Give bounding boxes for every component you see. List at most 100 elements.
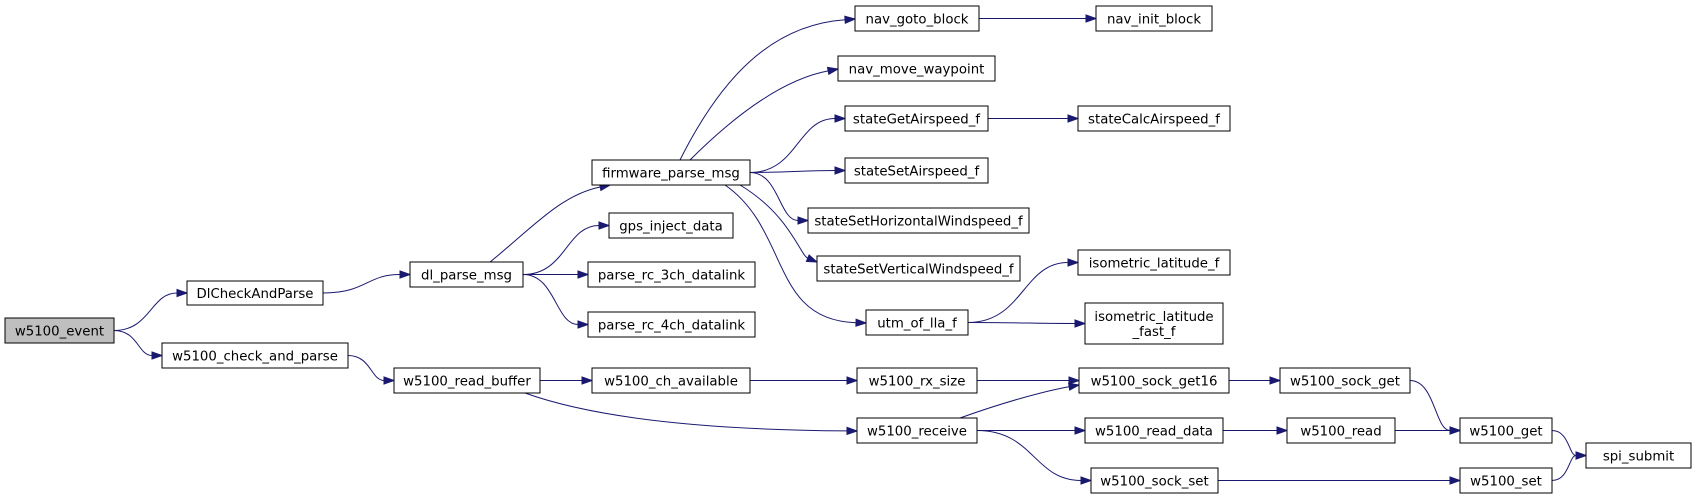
edge-line: [1409, 380, 1451, 431]
node-label: w5100_ch_available: [604, 375, 738, 390]
edge-w5100_sock_set-to-w5100_set: [1218, 476, 1462, 485]
node-label: w5100_read: [1300, 425, 1381, 440]
node-box: [854, 5, 980, 32]
node-w5100_check_and_parse[interactable]: w5100_check_and_parse: [161, 342, 349, 369]
edge-w5100_read_data-to-w5100_read: [1223, 426, 1289, 435]
edge-line: [967, 322, 1076, 324]
edge-w5100_read_buffer-to-w5100_receive: [524, 392, 859, 436]
edge-arrowhead: [1080, 476, 1093, 485]
node-box: [837, 55, 996, 82]
edge-dl_parse_msg-to-parse_rc_3ch_datalink: [523, 270, 590, 279]
node-dl_parse_msg[interactable]: dl_parse_msg: [409, 261, 524, 288]
node-w5100_get[interactable]: w5100_get: [1459, 417, 1553, 444]
edge-arrowhead: [805, 254, 819, 263]
node-label: stateSetHorizontalWindspeed_f: [814, 215, 1023, 230]
node-stateSetVerticalWindspeed_f[interactable]: stateSetVerticalWindspeed_f: [816, 255, 1021, 282]
edge-arrowhead: [846, 426, 859, 436]
node-box: [807, 207, 1030, 234]
node-nav_goto_block[interactable]: nav_goto_block: [854, 5, 980, 32]
edge-arrowhead: [1074, 319, 1087, 328]
edge-line: [959, 386, 1070, 419]
edge-line: [749, 118, 836, 173]
node-label: w5100_get: [1469, 425, 1542, 440]
node-box: [587, 311, 756, 338]
node-w5100_read_buffer[interactable]: w5100_read_buffer: [393, 367, 541, 394]
node-label: isometric_latitude: [1094, 310, 1213, 325]
edge-line: [113, 330, 153, 356]
node-box: [1459, 467, 1553, 494]
edge-arrowhead: [383, 376, 396, 385]
edge-utm_of_lla_f-to-isometric_latitude_fast_f: [967, 319, 1087, 328]
node-w5100_set[interactable]: w5100_set: [1459, 467, 1553, 494]
edge-line: [322, 274, 401, 294]
edge-w5100_receive-to-w5100_read_data: [977, 426, 1087, 435]
node-box: [186, 280, 324, 306]
edge-line: [679, 19, 846, 161]
node-label: nav_init_block: [1107, 13, 1201, 28]
edge-stateGetAirspeed_f-to-stateCalcAirspeed_f: [988, 114, 1080, 123]
node-w5100_sock_get16[interactable]: w5100_sock_get16: [1078, 367, 1230, 394]
edge-w5100_rx_size-to-w5100_sock_get16: [977, 376, 1081, 385]
node-box: [1459, 417, 1553, 444]
edge-firmware_parse_msg-to-utm_of_lla_f: [724, 184, 868, 327]
node-box: [1585, 442, 1692, 469]
edge-dl_parse_msg-to-parse_rc_4ch_datalink: [522, 274, 590, 329]
edge-arrowhead: [577, 270, 590, 279]
node-nav_move_waypoint[interactable]: nav_move_waypoint: [837, 55, 996, 82]
edge-line: [1551, 430, 1577, 456]
node-w5100_ch_available[interactable]: w5100_ch_available: [591, 367, 751, 394]
node-w5100_rx_size[interactable]: w5100_rx_size: [856, 367, 978, 394]
node-label: utm_of_lla_f: [877, 317, 957, 332]
node-parse_rc_3ch_datalink[interactable]: parse_rc_3ch_datalink: [587, 261, 756, 288]
node-label: spi_submit: [1603, 450, 1674, 465]
node-w5100_sock_set[interactable]: w5100_sock_set: [1090, 467, 1219, 494]
edge-firmware_parse_msg-to-stateSetVerticalWindspeed_f: [739, 184, 819, 263]
node-isometric_latitude_fast_f[interactable]: isometric_latitude_fast_f: [1084, 302, 1224, 345]
node-utm_of_lla_f[interactable]: utm_of_lla_f: [865, 309, 969, 336]
node-box: [587, 261, 756, 288]
edge-arrowhead: [844, 15, 857, 24]
node-parse_rc_4ch_datalink[interactable]: parse_rc_4ch_datalink: [587, 311, 756, 338]
node-w5100_receive[interactable]: w5100_receive: [856, 417, 978, 444]
node-box: [393, 367, 541, 394]
node-box: [409, 261, 524, 288]
node-stateSetHorizontalWindspeed_f[interactable]: stateSetHorizontalWindspeed_f: [807, 207, 1030, 234]
node-gps_inject_data[interactable]: gps_inject_data: [608, 212, 734, 239]
edge-dl_parse_msg-to-gps_inject_data: [522, 221, 611, 275]
node-firmware_parse_msg[interactable]: firmware_parse_msg: [591, 159, 751, 186]
node-label: DlCheckAndParse: [197, 287, 314, 302]
call-graph-edges: [113, 14, 1588, 485]
node-label: dl_parse_msg: [421, 269, 512, 284]
edge-arrowhead: [399, 270, 412, 279]
edge-line: [347, 355, 385, 381]
node-spi_submit[interactable]: spi_submit: [1585, 442, 1692, 469]
node-w5100_sock_get[interactable]: w5100_sock_get: [1279, 367, 1411, 394]
node-w5100_read[interactable]: w5100_read: [1286, 417, 1396, 444]
node-label: stateSetAirspeed_f: [854, 165, 980, 180]
node-isometric_latitude_f[interactable]: isometric_latitude_f: [1077, 249, 1231, 276]
edge-w5100_check_and_parse-to-w5100_read_buffer: [347, 355, 396, 385]
node-label: nav_move_waypoint: [849, 63, 985, 78]
node-stateGetAirspeed_f[interactable]: stateGetAirspeed_f: [844, 105, 989, 132]
edge-firmware_parse_msg-to-stateSetHorizontalWindspeed_f: [749, 172, 810, 225]
edge-line: [689, 70, 829, 161]
node-box: [865, 309, 969, 336]
edge-firmware_parse_msg-to-stateGetAirspeed_f: [749, 114, 847, 173]
node-nav_init_block[interactable]: nav_init_block: [1095, 5, 1213, 32]
node-box: [1078, 367, 1230, 394]
node-box: [1279, 367, 1411, 394]
edge-line: [524, 392, 848, 432]
edge-line: [749, 172, 799, 221]
edge-w5100_ch_available-to-w5100_rx_size: [750, 376, 859, 385]
edge-w5100_sock_get16-to-w5100_sock_get: [1229, 376, 1282, 385]
node-box: [4, 317, 115, 344]
node-w5100_read_data[interactable]: w5100_read_data: [1084, 417, 1224, 444]
node-label: stateCalcAirspeed_f: [1088, 113, 1220, 128]
node-stateCalcAirspeed_f[interactable]: stateCalcAirspeed_f: [1077, 105, 1231, 132]
edge-arrowhead: [1067, 382, 1081, 391]
node-label: parse_rc_4ch_datalink: [598, 319, 746, 334]
node-DlCheckAndParse[interactable]: DlCheckAndParse: [186, 280, 324, 306]
edge-arrowhead: [1067, 114, 1080, 123]
node-box: [1090, 467, 1219, 494]
node-stateSetAirspeed_f[interactable]: stateSetAirspeed_f: [844, 157, 989, 184]
